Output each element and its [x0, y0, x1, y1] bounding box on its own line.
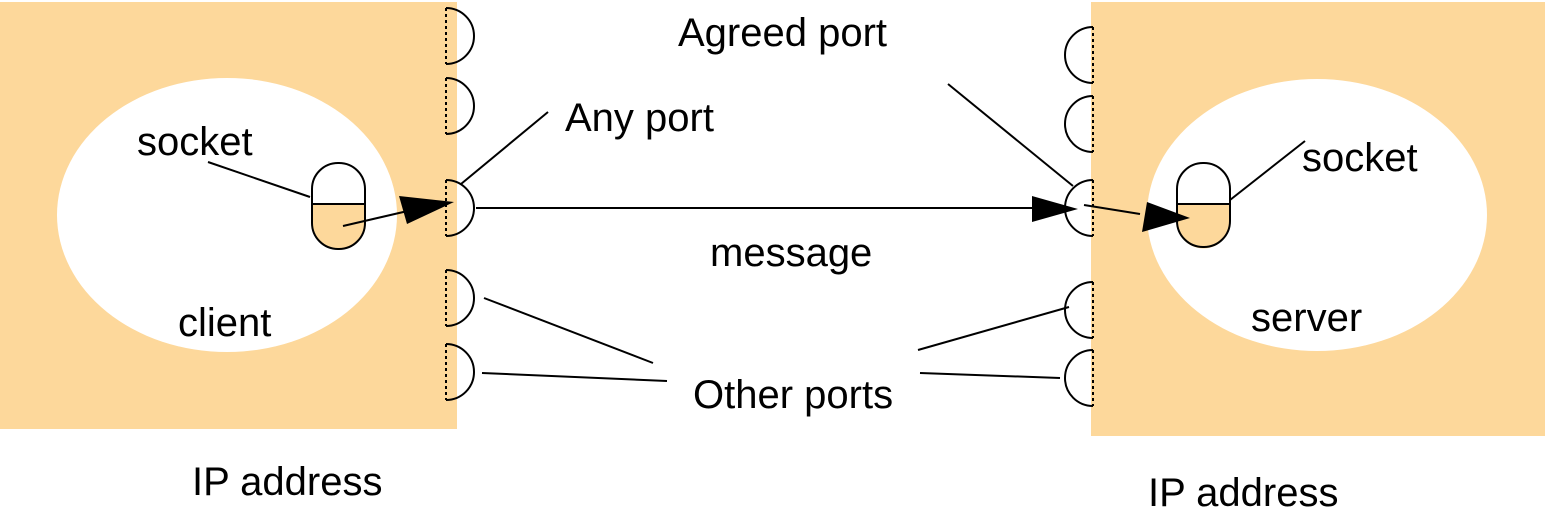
client-socket: [311, 162, 366, 250]
server-socket: [1176, 162, 1231, 249]
client-any-port: [445, 179, 475, 237]
any-port-label: Any port: [565, 96, 714, 140]
client-ports: [445, 7, 475, 401]
any-port-leader: [460, 111, 549, 185]
other-ports-leader-3: [917, 306, 1070, 351]
other-ports-leader-1: [483, 297, 654, 364]
other-ports-leader-4: [919, 372, 1061, 379]
message-arrowhead: [1032, 196, 1078, 222]
agreed-port-leader: [947, 83, 1074, 187]
client-port-5: [445, 343, 475, 401]
server-process-ellipse: [1147, 79, 1487, 351]
message-label: message: [710, 231, 872, 275]
server-port-to-socket-arrowhead: [1142, 202, 1190, 232]
client-ip-label: IP address: [192, 460, 383, 504]
server-port-4: [1064, 281, 1094, 339]
server-socket-label: socket: [1302, 136, 1418, 180]
server-port-2: [1064, 95, 1094, 153]
server-ports: [1064, 26, 1094, 407]
client-socket-to-port-arrowhead: [399, 196, 454, 224]
server-ip-label: IP address: [1148, 471, 1339, 509]
client-process-label: client: [178, 301, 271, 345]
client-socket-fill: [312, 204, 365, 249]
client-socket-label: socket: [137, 120, 253, 164]
client-process-ellipse: [57, 78, 397, 352]
other-ports-label: Other ports: [693, 373, 893, 417]
client-port-1: [445, 7, 475, 65]
server-port-5: [1064, 349, 1094, 407]
server-host: [1064, 2, 1545, 436]
client-socket-outline: [311, 162, 366, 250]
server-socket-fill: [1177, 204, 1230, 249]
client-port-2: [445, 77, 475, 135]
server-process-label: server: [1251, 296, 1362, 340]
other-ports-leader-2: [481, 372, 668, 382]
server-port-to-socket-line: [1083, 204, 1141, 215]
server-socket-leader: [1229, 140, 1306, 201]
client-socket-leader: [207, 161, 311, 198]
server-port-1: [1064, 26, 1094, 84]
client-port-4: [445, 269, 475, 327]
client-socket-to-port-line: [342, 209, 413, 227]
client-host: [0, 2, 475, 429]
agreed-port-label: Agreed port: [678, 11, 887, 55]
